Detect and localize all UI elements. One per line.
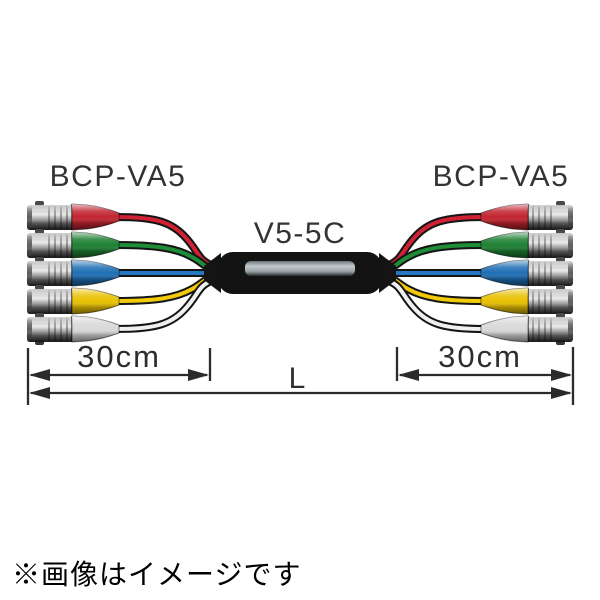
dimension-arrowheads [29, 369, 572, 399]
cable-bundle-left [115, 213, 216, 333]
label-cable-type: V5-5C [254, 217, 347, 250]
label-connector-left: BCP-VA5 [50, 160, 187, 193]
sheath-cone-right [379, 253, 396, 293]
arrowhead [188, 369, 209, 381]
arrowhead [551, 369, 572, 381]
bnc-connector-yellow-left [26, 284, 120, 318]
sheath-highlight [245, 261, 355, 276]
arrowhead [29, 369, 50, 381]
bnc-connector-red-left [26, 200, 120, 234]
label-dimension-total: L [289, 362, 306, 395]
cable-bundle-right [386, 217, 484, 329]
label-dimension-left: 30cm [77, 339, 161, 374]
cable-sheath [204, 252, 396, 294]
connector-stack-right [481, 201, 573, 345]
label-dimension-right: 30cm [438, 339, 522, 374]
arrowhead [398, 369, 419, 381]
image-disclaimer: ※画像はイメージです [12, 559, 302, 590]
bnc-connector-green-left [26, 228, 120, 262]
cable-core-white [115, 278, 215, 331]
label-connector-right: BCP-VA5 [433, 160, 570, 193]
sheath-cone-left [204, 253, 221, 293]
arrowhead [551, 387, 572, 399]
bnc-connector-blue-left [26, 256, 120, 290]
dimension-lines [26, 347, 575, 405]
connector-stack-left [26, 200, 120, 346]
arrowhead [29, 387, 50, 399]
